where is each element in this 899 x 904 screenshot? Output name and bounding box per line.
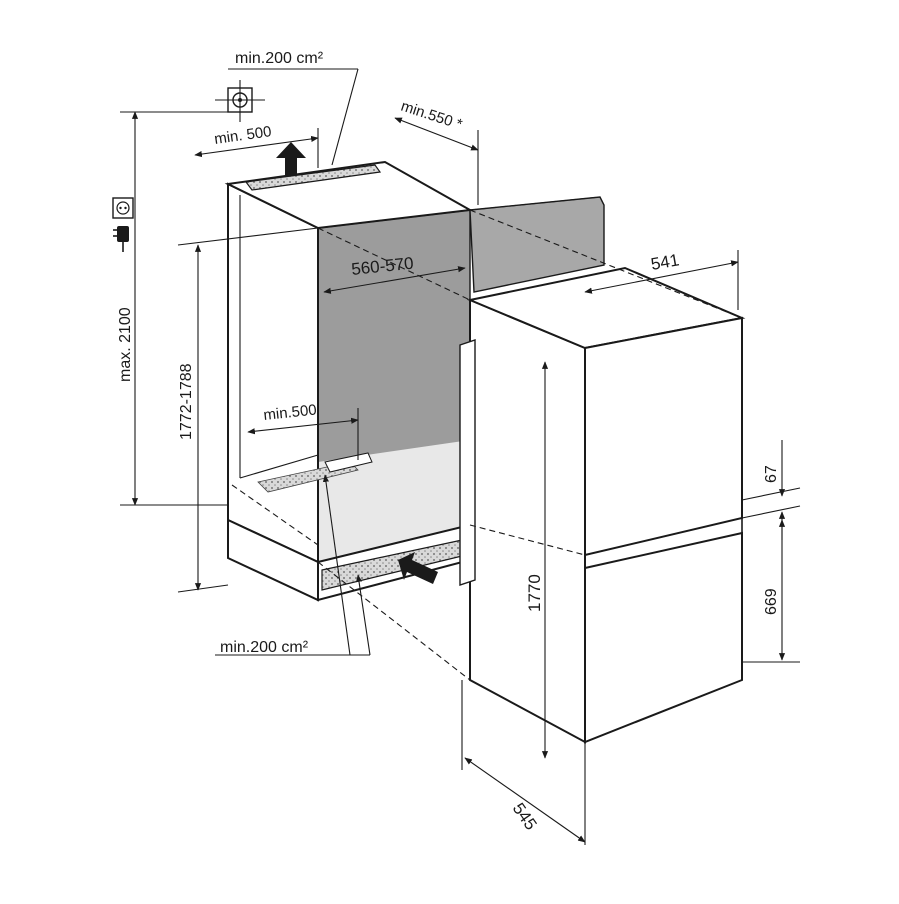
top-vent-depth-label: min. 500 bbox=[213, 123, 272, 148]
cabinet-door bbox=[469, 196, 605, 293]
niche-height-label: 1772-1788 bbox=[178, 363, 195, 440]
ceiling-vent-icon bbox=[215, 80, 265, 122]
appliance-depth-label: 541 bbox=[649, 250, 680, 274]
lower-door-height-label: 669 bbox=[763, 588, 780, 615]
appliance-height-label: 1770 bbox=[525, 574, 544, 612]
bottom-vent-depth-label: min.500 bbox=[263, 401, 318, 423]
power-plug-icon bbox=[113, 226, 129, 252]
airflow-arrows bbox=[276, 142, 438, 584]
door-clearance-label: min.550 * bbox=[399, 98, 465, 134]
top-vent-area-label: min.200 cm² bbox=[235, 50, 324, 67]
power-socket-icon bbox=[112, 197, 134, 219]
niche-cabinet bbox=[224, 160, 474, 602]
bottom-vent-area-label: min.200 cm² bbox=[220, 639, 309, 656]
exhaust-arrow-icon bbox=[276, 142, 306, 175]
intake-arrow-icon bbox=[398, 552, 438, 584]
dimension-lines bbox=[120, 68, 801, 845]
fridge-lower-door bbox=[584, 531, 743, 744]
door-gap-label: 67 bbox=[763, 465, 780, 483]
max-height-label: max. 2100 bbox=[117, 307, 134, 382]
fridge-appliance bbox=[459, 266, 746, 744]
overall-depth-label: 545 bbox=[509, 799, 541, 833]
fridge-upper-door bbox=[584, 316, 743, 557]
top-vent-grille bbox=[244, 164, 382, 191]
